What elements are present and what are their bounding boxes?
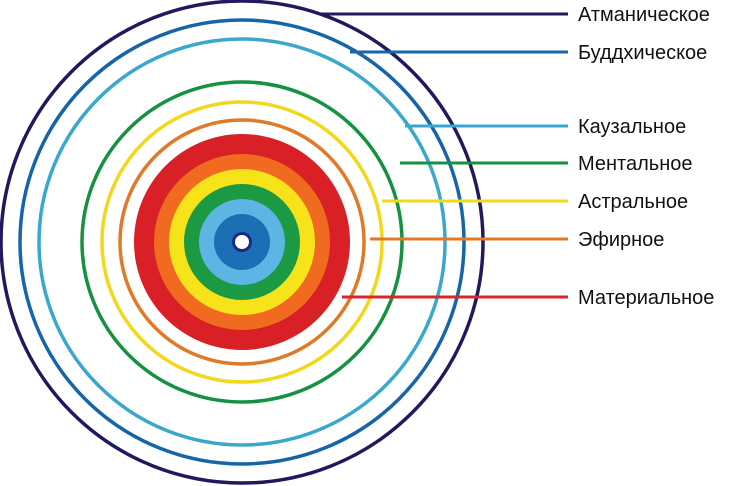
label-mental: Ментальное [578,153,693,175]
core-center [235,235,249,249]
ring-causal [37,37,447,447]
ring-mental [80,80,404,404]
label-astral: Астральное [578,191,688,213]
ring-atmanic [0,0,485,485]
leader-lines-group [320,12,568,299]
ring-astral [100,100,384,384]
label-causal: Каузальное [578,116,686,138]
label-material: Материальное [578,287,714,309]
core-bands-group [134,134,350,350]
outer-rings-group [0,0,485,485]
label-etheric: Эфирное [578,229,664,251]
ring-etheric [118,118,366,366]
labels-group: Атманическое Буддхическое Каузальное Мен… [578,4,714,309]
label-buddhic: Буддхическое [578,42,707,64]
label-atmanic: Атманическое [578,4,710,26]
ring-buddhic [18,18,466,466]
